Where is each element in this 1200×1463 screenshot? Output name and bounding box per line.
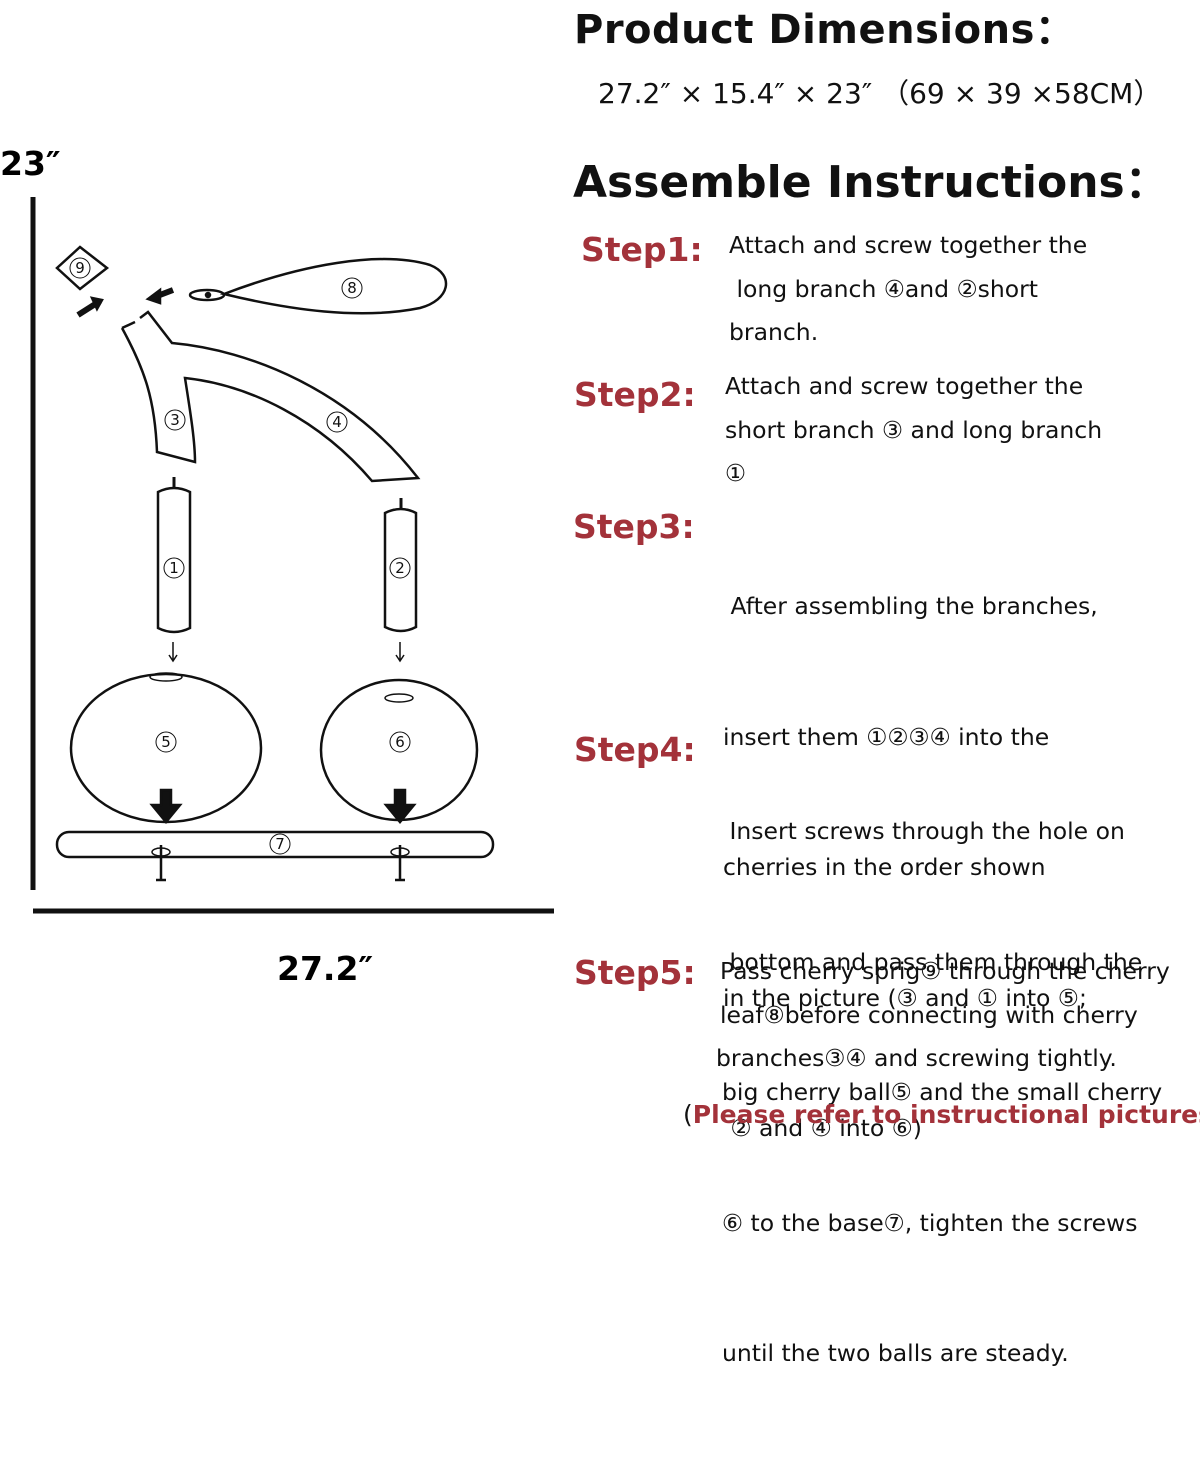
part-label: 2 xyxy=(395,559,405,577)
step-line: Attach and screw together the xyxy=(725,372,1084,400)
step-line: ① xyxy=(725,459,747,487)
down-arrow-icon xyxy=(149,788,183,824)
step-text: After assembling the branches, insert th… xyxy=(723,498,1098,1238)
step-line: After assembling the branches, xyxy=(723,592,1098,620)
step-line: ⑥ to the base⑦, tighten the screws xyxy=(722,1208,1138,1237)
step-text: Pass cherry sprig⑨ through the cherry le… xyxy=(716,950,1170,1081)
step-line: long branch ④and ②short xyxy=(729,274,1039,303)
footer-note: (Please refer to instructional pictures) xyxy=(683,1100,1200,1129)
part-8-leaf: 8 xyxy=(188,257,448,315)
part-2-cylinder: 2 xyxy=(383,498,418,663)
step-label: Step1: xyxy=(581,230,703,269)
down-arrow-icon xyxy=(383,788,417,824)
step-line: Attach and screw together the xyxy=(729,231,1088,259)
paren-open: ( xyxy=(683,1100,693,1129)
step-line: Pass cherry sprig⑨ through the cherry xyxy=(720,957,1170,985)
part-label: 1 xyxy=(169,559,179,577)
step-line: branch. xyxy=(729,318,819,346)
height-label: 23″ xyxy=(0,144,61,183)
part-label: 3 xyxy=(170,411,180,429)
part-9-sprig: 9 xyxy=(55,245,110,291)
product-dimensions-title: Product Dimensions： xyxy=(574,7,1076,53)
step-line: short branch ③ and long branch xyxy=(725,415,1103,444)
footer-text: Please refer to instructional pictures xyxy=(692,1100,1200,1129)
step-line: cherries in the order shown xyxy=(723,853,1046,881)
step-line: in the picture (③ and ① into ⑤; xyxy=(723,983,1087,1012)
part-7-base: 7 xyxy=(55,830,495,882)
step-label: Step4: xyxy=(574,730,696,769)
part-3-4-branches: 3 4 xyxy=(120,310,421,483)
part-label: 6 xyxy=(395,733,405,751)
assembly-diagram: 23″ 27.2″ 9 8 3 4 xyxy=(0,144,554,988)
step-line: Insert screws through the hole on xyxy=(722,817,1125,845)
step-label: Step2: xyxy=(574,375,696,414)
step-line: leaf⑧before connecting with cherry xyxy=(720,1000,1138,1029)
step-text: Insert screws through the hole on bottom… xyxy=(722,723,1162,1463)
step-line: big cherry ball⑤ and the small cherry xyxy=(722,1078,1163,1106)
part-label: 4 xyxy=(332,413,342,431)
dimensions-value: 27.2″ × 15.4″ × 23″ （69 × 39 ×58CM） xyxy=(598,77,1162,110)
part-label: 7 xyxy=(275,835,285,853)
part-1-cylinder: 1 xyxy=(156,477,192,663)
step-line: bottom and pass them through the xyxy=(722,947,1143,976)
part-label: 5 xyxy=(161,733,171,751)
step-text: Attach and screw together the long branc… xyxy=(729,224,1087,355)
step-label: Step3: xyxy=(573,507,695,546)
step-text: Attach and screw together the short bran… xyxy=(725,365,1102,496)
step-line: until the two balls are steady. xyxy=(722,1339,1069,1367)
part-label: 9 xyxy=(75,259,85,277)
assemble-instructions-title: Assemble Instructions： xyxy=(573,157,1169,208)
width-label: 27.2″ xyxy=(277,949,373,988)
part-label: 8 xyxy=(347,279,357,297)
step-line: branches③④ and screwing tightly. xyxy=(716,1044,1117,1072)
step-label: Step5: xyxy=(574,953,696,992)
step-line: insert them ①②③④ into the xyxy=(723,722,1050,751)
